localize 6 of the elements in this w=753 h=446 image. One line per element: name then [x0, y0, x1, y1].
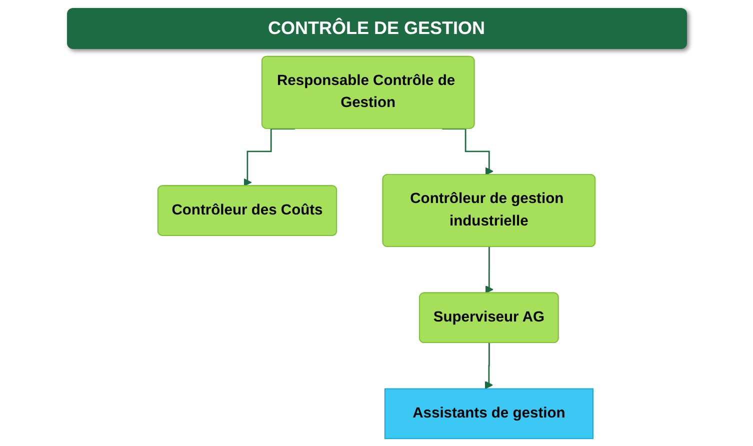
arrow	[244, 128, 295, 186]
arrow	[484, 342, 493, 390]
node-box: Assistants de gestion	[384, 388, 594, 440]
arrow	[442, 128, 494, 176]
title-banner: CONTRÔLE DE GESTION	[66, 8, 686, 49]
arrow	[485, 246, 494, 294]
